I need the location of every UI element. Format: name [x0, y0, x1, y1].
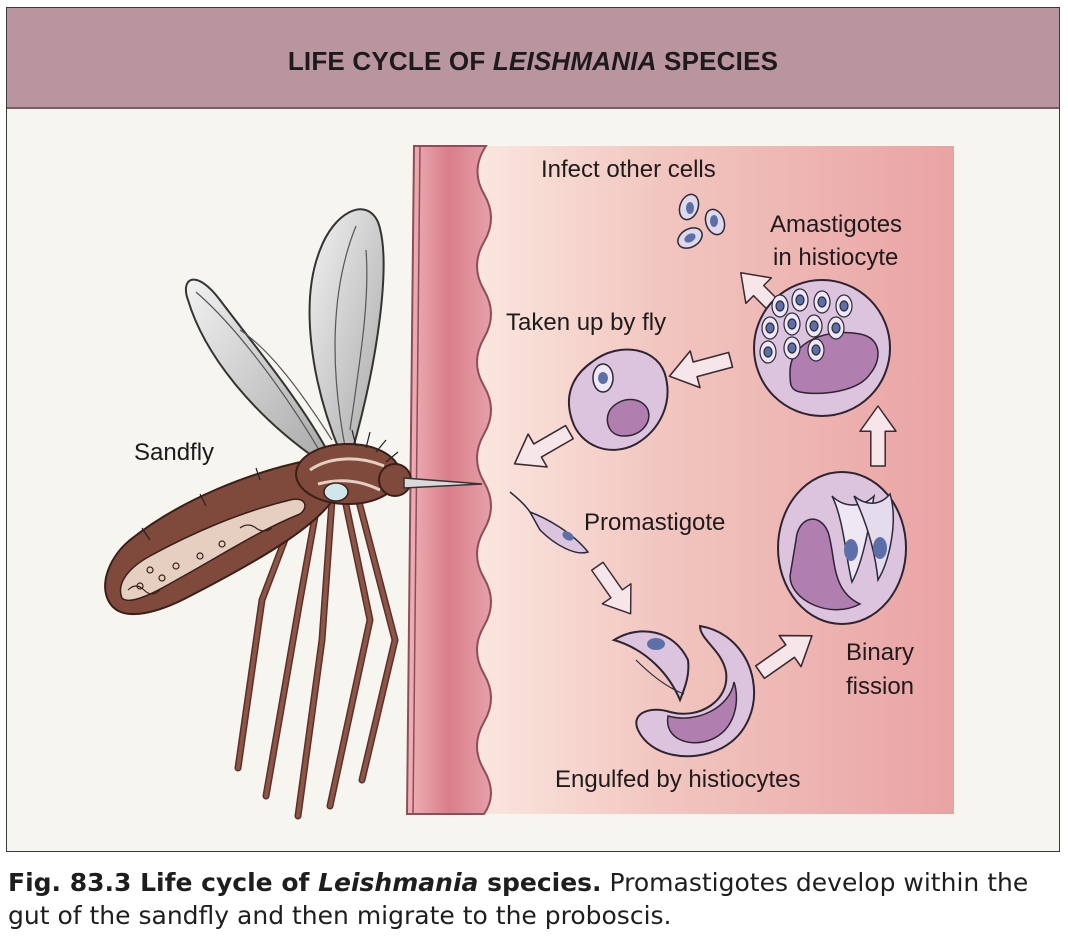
- figure-header: LIFE CYCLE OF LEISHMANIA SPECIES: [7, 8, 1059, 109]
- wing-veins: [195, 225, 368, 456]
- figure-title: LIFE CYCLE OF LEISHMANIA SPECIES: [7, 46, 1059, 77]
- caption-bold-italic: Leishmania: [318, 868, 479, 897]
- gut-parasites: [127, 524, 273, 595]
- sandfly-illustration: [104, 208, 483, 820]
- label-promastigote: Promastigote: [584, 509, 725, 536]
- caption-bold-suffix: species.: [478, 868, 602, 897]
- sandfly-eye: [323, 482, 349, 502]
- label-engulfed: Engulfed by histiocytes: [555, 766, 800, 793]
- label-taken-up-by-fly: Taken up by fly: [506, 309, 666, 336]
- histiocyte-taken-up: [567, 348, 669, 451]
- promastigote-parasite: [509, 491, 590, 554]
- label-sandfly: Sandfly: [134, 439, 214, 466]
- sandfly-bristles: [141, 429, 399, 541]
- thorax-pattern: [309, 457, 385, 492]
- histiocyte-binary-fission: [777, 471, 907, 625]
- figure-caption: Fig. 83.3 Life cycle of Leishmania speci…: [8, 866, 1058, 932]
- label-amastigotes-1: Amastigotes: [770, 211, 902, 238]
- sandfly-gut: [119, 498, 306, 602]
- free-amastigotes: [677, 193, 726, 249]
- intracellular-amastigotes: [759, 288, 853, 364]
- title-italic: LEISHMANIA: [492, 46, 657, 76]
- sandfly-wing-left: [184, 278, 330, 462]
- sandfly-proboscis: [403, 477, 483, 489]
- life-cycle-diagram: Sandfly Infect other cells Amastigotes i…: [104, 145, 954, 820]
- label-amastigotes-2: in histiocyte: [773, 244, 898, 271]
- title-suffix: SPECIES: [656, 46, 779, 76]
- histiocyte-engulfing: [611, 624, 755, 758]
- sandfly-wing-right: [308, 208, 385, 453]
- caption-text: Promastigotes develop within the gut of …: [8, 868, 1029, 930]
- infected-histiocyte: [753, 279, 891, 417]
- caption-bold-prefix: Fig. 83.3 Life cycle of: [8, 868, 319, 897]
- label-binary-1: Binary: [846, 639, 914, 666]
- title-prefix: LIFE CYCLE OF: [287, 46, 493, 76]
- label-binary-2: fission: [846, 673, 914, 700]
- skin-edge: [405, 145, 492, 815]
- label-infect-other-cells: Infect other cells: [541, 156, 716, 183]
